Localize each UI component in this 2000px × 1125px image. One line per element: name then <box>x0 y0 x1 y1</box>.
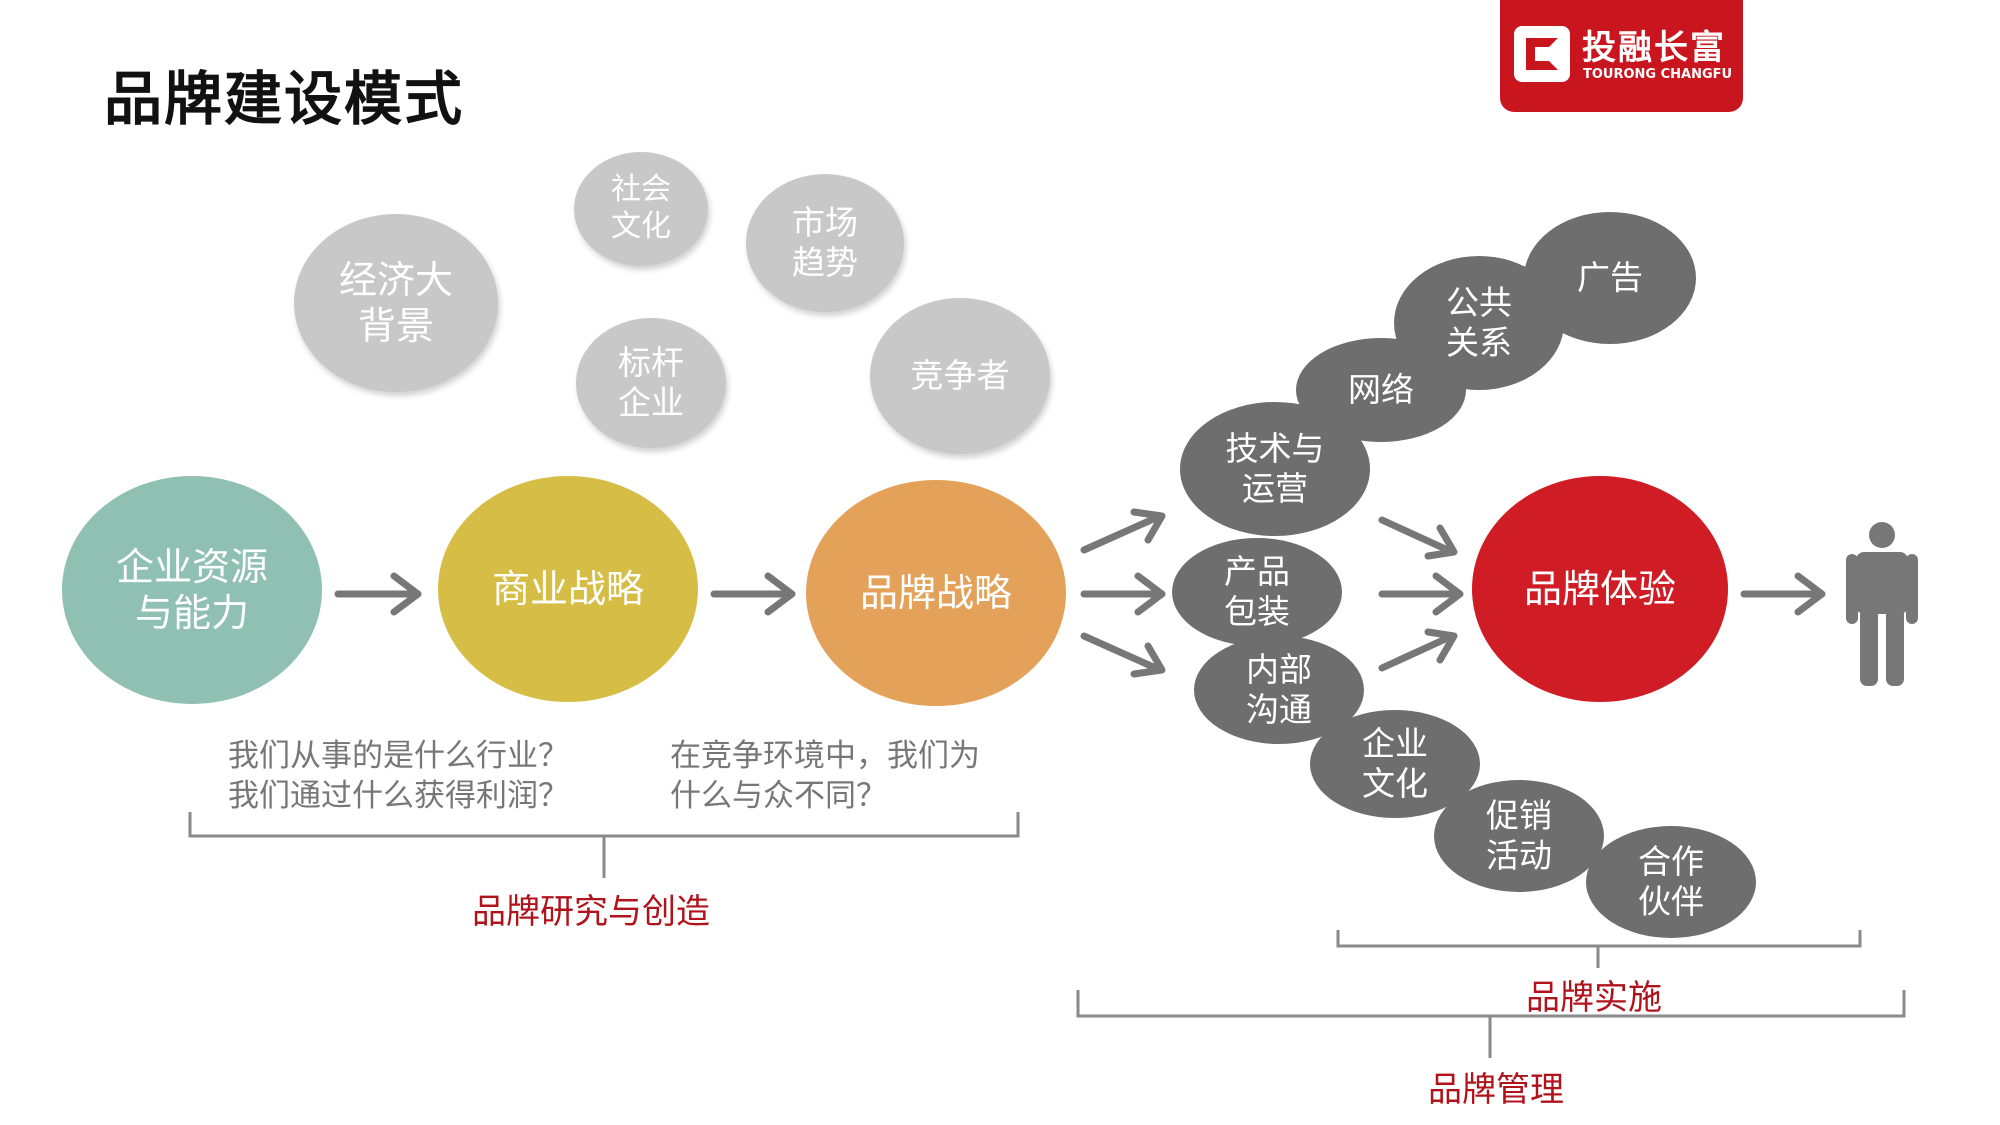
node-enterprise-resources: 企业资源 与能力 <box>62 476 322 704</box>
touchpoint-product-packaging: 产品 包装 <box>1172 538 1342 646</box>
question-business: 我们从事的是什么行业？ 我们通过什么获得利润？ <box>228 738 569 815</box>
stage-research: 品牌研究与创造 <box>472 892 710 932</box>
context-benchmark: 标杆 企业 <box>576 318 726 448</box>
logo-name-en: TOURONG CHANGFU <box>1583 67 1733 82</box>
node-brand-experience: 品牌体验 <box>1472 476 1728 702</box>
bracket-implementation <box>1336 930 1862 968</box>
bracket-management <box>1076 990 1906 1058</box>
arrow-right-icon <box>1080 632 1166 678</box>
arrow-right-icon <box>1080 508 1166 554</box>
context-economy: 经济大 背景 <box>294 214 498 392</box>
logo-c-icon <box>1514 26 1570 82</box>
context-market-trend: 市场 趋势 <box>746 174 904 312</box>
stage-implementation: 品牌实施 <box>1526 978 1662 1018</box>
node-business-strategy: 商业战略 <box>438 476 698 702</box>
arrow-right-icon <box>710 572 796 616</box>
logo-name-cn: 投融长富 <box>1582 28 1726 68</box>
arrow-right-icon <box>1378 516 1458 560</box>
arrow-right-icon <box>1378 628 1458 672</box>
page-title: 品牌建设模式 <box>104 65 465 133</box>
arrow-right-icon <box>1740 572 1826 616</box>
person-icon <box>1846 522 1918 686</box>
arrow-right-icon <box>334 572 422 616</box>
question-brand: 在竞争环境中，我们为 什么与众不同？ <box>670 738 980 815</box>
touchpoint-tech-operations: 技术与 运营 <box>1180 402 1370 536</box>
bracket-research <box>188 812 1020 878</box>
stage-management: 品牌管理 <box>1428 1070 1564 1110</box>
touchpoint-network: 网络 <box>1296 338 1466 442</box>
touchpoint-promotion: 促销 活动 <box>1434 780 1604 892</box>
context-social-culture: 社会 文化 <box>574 152 708 266</box>
touchpoint-partners: 合作 伙伴 <box>1586 826 1756 938</box>
brand-logo: 投融长富 TOURONG CHANGFU <box>1500 0 1743 112</box>
context-competitor: 竞争者 <box>870 298 1050 454</box>
node-brand-strategy: 品牌战略 <box>806 480 1066 706</box>
arrow-right-icon <box>1080 572 1166 616</box>
arrow-right-icon <box>1378 572 1464 616</box>
